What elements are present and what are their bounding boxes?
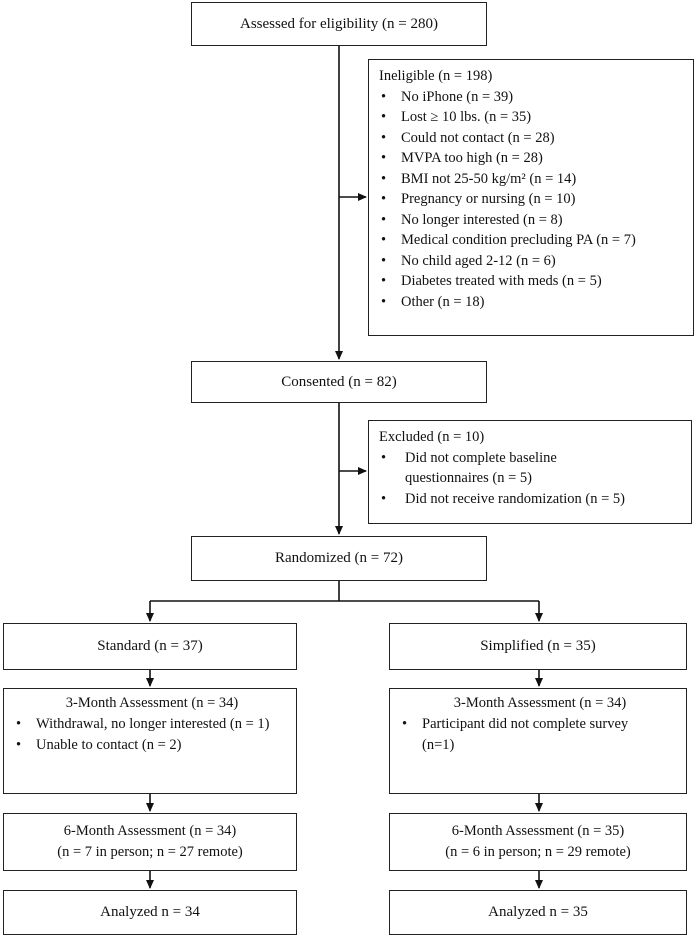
standard-analyzed-box: Analyzed n = 34: [3, 890, 297, 935]
list-item: Did not receive randomization (n = 5): [379, 489, 683, 510]
simplified-6month-line1: 6-Month Assessment (n = 35): [451, 823, 625, 839]
list-item: Could not contact (n = 28): [379, 128, 685, 149]
simplified-analyzed-label: Analyzed n = 35: [488, 904, 588, 920]
ineligible-title: Ineligible (n = 198): [379, 68, 493, 84]
randomized-label: Randomized (n = 72): [274, 550, 403, 566]
simplified-arm-box: Simplified (n = 35): [389, 623, 687, 670]
list-item: Participant did not complete survey (n=1…: [400, 714, 680, 756]
randomized-box: Randomized (n = 72): [191, 536, 487, 581]
list-item: Withdrawal, no longer interested (n = 1): [14, 714, 290, 735]
list-item: MVPA too high (n = 28): [379, 148, 685, 169]
standard-3month-title: 3-Month Assessment (n = 34): [65, 695, 239, 711]
standard-3month-box: 3-Month Assessment (n = 34) Withdrawal, …: [3, 688, 297, 794]
assessed-label: Assessed for eligibility (n = 280): [239, 15, 439, 32]
list-item: No longer interested (n = 8): [379, 210, 685, 231]
ineligible-box: Ineligible (n = 198) No iPhone (n = 39) …: [368, 59, 694, 336]
list-item: No child aged 2-12 (n = 6): [379, 251, 685, 272]
list-item: BMI not 25-50 kg/m² (n = 14): [379, 169, 685, 190]
list-item: Other (n = 18): [379, 292, 685, 313]
list-item: Lost ≥ 10 lbs. (n = 35): [379, 107, 685, 128]
ineligible-list: No iPhone (n = 39) Lost ≥ 10 lbs. (n = 3…: [379, 87, 685, 313]
list-item: Diabetes treated with meds (n = 5): [379, 271, 685, 292]
standard-6month-line2: (n = 7 in person; n = 27 remote): [57, 844, 243, 860]
simplified-6month-line2: (n = 6 in person; n = 29 remote): [445, 844, 631, 860]
assessed-box: Assessed for eligibility (n = 280): [191, 2, 487, 46]
simplified-3month-box: 3-Month Assessment (n = 34) Participant …: [389, 688, 687, 794]
list-item: No iPhone (n = 39): [379, 87, 685, 108]
standard-3month-list: Withdrawal, no longer interested (n = 1)…: [14, 714, 290, 756]
consented-box: Consented (n = 82): [191, 361, 487, 403]
simplified-analyzed-box: Analyzed n = 35: [389, 890, 687, 935]
standard-arm-box: Standard (n = 37): [3, 623, 297, 670]
simplified-6month-box: 6-Month Assessment (n = 35) (n = 6 in pe…: [389, 813, 687, 871]
simplified-3month-title: 3-Month Assessment (n = 34): [453, 695, 627, 711]
excluded-title: Excluded (n = 10): [379, 429, 485, 445]
standard-6month-box: 6-Month Assessment (n = 34) (n = 7 in pe…: [3, 813, 297, 871]
standard-6month-line1: 6-Month Assessment (n = 34): [63, 823, 237, 839]
excluded-box: Excluded (n = 10) Did not complete basel…: [368, 420, 692, 524]
excluded-list: Did not complete baseline questionnaires…: [379, 448, 683, 510]
list-item: Did not complete baseline questionnaires…: [379, 448, 683, 489]
list-item: Medical condition precluding PA (n = 7): [379, 230, 685, 251]
list-item: Pregnancy or nursing (n = 10): [379, 189, 685, 210]
simplified-arm-label: Simplified (n = 35): [480, 638, 596, 654]
standard-arm-label: Standard (n = 37): [97, 638, 203, 654]
simplified-3month-list: Participant did not complete survey (n=1…: [400, 714, 680, 756]
standard-analyzed-label: Analyzed n = 34: [100, 904, 200, 920]
list-item: Unable to contact (n = 2): [14, 735, 290, 756]
consented-label: Consented (n = 82): [281, 373, 397, 390]
